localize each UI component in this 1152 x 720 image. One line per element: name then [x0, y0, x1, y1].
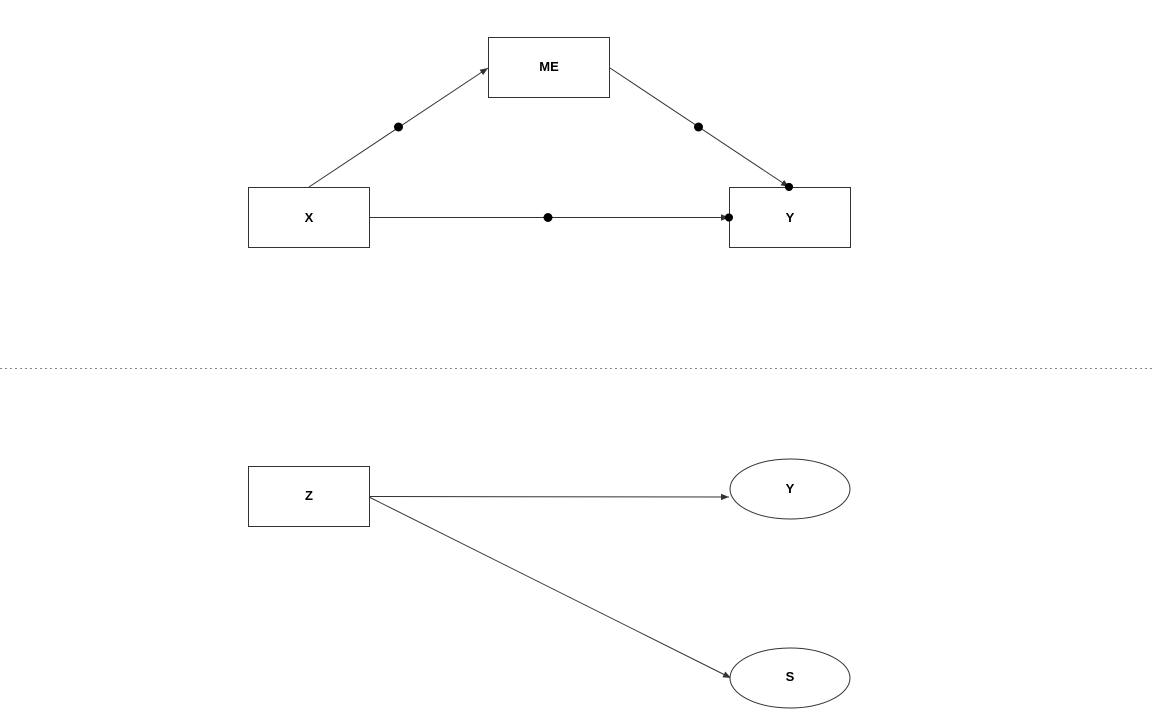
node-me-label: ME	[539, 59, 559, 74]
top-diagram: ME X Y	[248, 37, 851, 248]
node-z-label: Z	[305, 488, 313, 503]
edge-z-to-y[interactable]	[368, 493, 730, 501]
edge-z-to-s[interactable]	[368, 496, 732, 679]
node-y-ellipse[interactable]: Y	[729, 458, 851, 520]
node-s-label: S	[786, 669, 795, 684]
bottom-diagram: Z Y S	[248, 458, 851, 709]
edge-x-to-y-end-dot-top	[725, 213, 733, 222]
edge-x-to-me-dot	[394, 122, 403, 132]
edge-x-to-y-dot	[543, 213, 553, 222]
node-s[interactable]: S	[729, 647, 851, 709]
edge-me-to-y-end-dot-top	[785, 183, 793, 191]
node-me[interactable]: ME	[488, 37, 610, 98]
node-x-label: X	[305, 210, 314, 225]
node-y-rect[interactable]: Y	[729, 187, 851, 248]
node-x[interactable]: X	[248, 187, 370, 248]
node-y-ellipse-label: Y	[786, 481, 795, 496]
edge-me-to-y-dot	[694, 122, 703, 132]
node-z[interactable]: Z	[248, 466, 370, 527]
node-y-rect-label: Y	[786, 210, 795, 225]
